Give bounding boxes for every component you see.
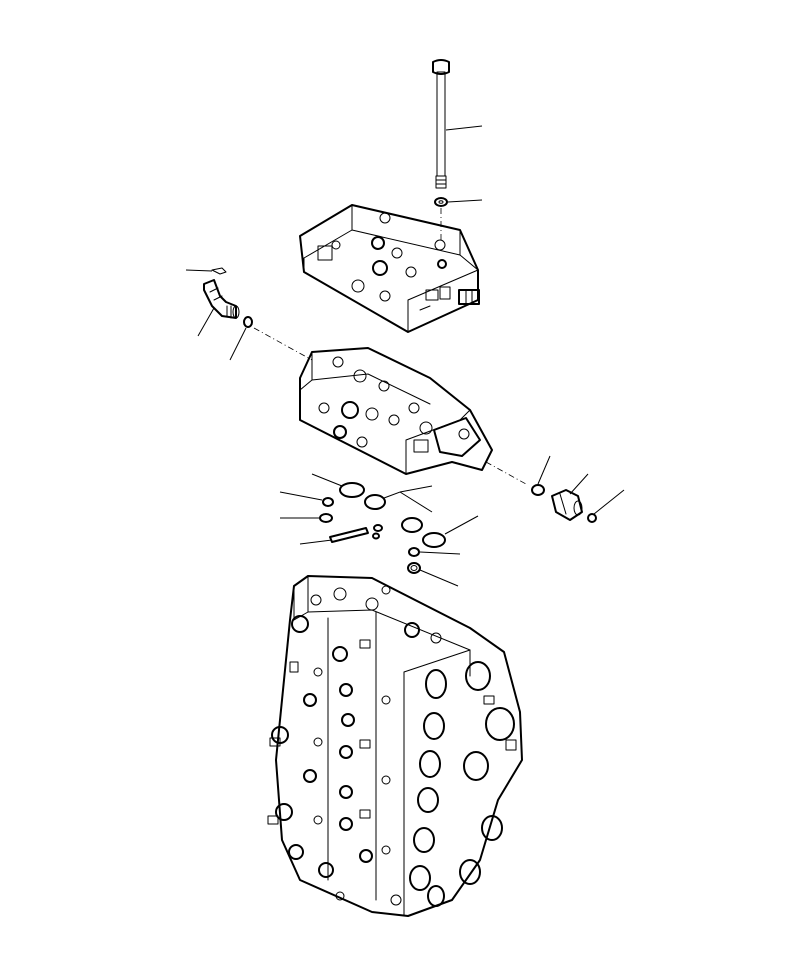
o-ring-large-2 bbox=[364, 494, 386, 510]
leader-line-seal-5 bbox=[444, 515, 479, 535]
o-ring-medium-4 bbox=[372, 532, 380, 540]
o-ring-right bbox=[531, 484, 545, 496]
o-ring-large-3 bbox=[401, 517, 423, 533]
leader-line-bolt bbox=[445, 125, 483, 131]
leader-line-seal-1 bbox=[311, 473, 343, 487]
elbow-fitting bbox=[203, 279, 240, 319]
leader-line-seal-2 bbox=[279, 491, 323, 501]
o-ring-medium-1 bbox=[322, 497, 334, 507]
main-valve-body bbox=[267, 575, 523, 917]
cable-tag bbox=[211, 267, 227, 275]
leader-line-seal-group bbox=[383, 485, 433, 513]
leader-line-fitting bbox=[569, 473, 589, 495]
leader-line-o-ring bbox=[229, 327, 247, 361]
tie-bolt bbox=[432, 59, 450, 189]
washer bbox=[434, 197, 448, 207]
o-ring-large-1 bbox=[339, 482, 365, 498]
o-ring-medium-2 bbox=[319, 513, 333, 523]
leader-line-seal-7 bbox=[419, 569, 459, 587]
straight-fitting bbox=[551, 489, 583, 521]
upper-valve-section bbox=[299, 204, 480, 333]
leader-line-o-ring-small bbox=[593, 489, 625, 515]
seal-kit bbox=[319, 482, 446, 574]
o-ring-large-4 bbox=[422, 532, 446, 548]
leader-line-o-ring-right bbox=[537, 455, 551, 485]
leader-line-tag bbox=[185, 269, 213, 272]
o-ring-small bbox=[587, 513, 597, 523]
middle-valve-section bbox=[299, 347, 493, 475]
leader-line-elbow bbox=[197, 307, 215, 337]
o-ring bbox=[243, 316, 253, 328]
leader-line-seal-6 bbox=[419, 551, 461, 555]
o-ring-medium-6 bbox=[407, 562, 421, 574]
leader-line-seal-4 bbox=[299, 539, 333, 545]
o-ring-medium-3 bbox=[373, 524, 383, 532]
spool-column-right bbox=[409, 661, 515, 907]
leader-line-washer bbox=[447, 199, 483, 203]
dowel-pin bbox=[329, 527, 369, 543]
spool-column-left bbox=[271, 615, 373, 878]
o-ring-medium-5 bbox=[408, 547, 420, 557]
